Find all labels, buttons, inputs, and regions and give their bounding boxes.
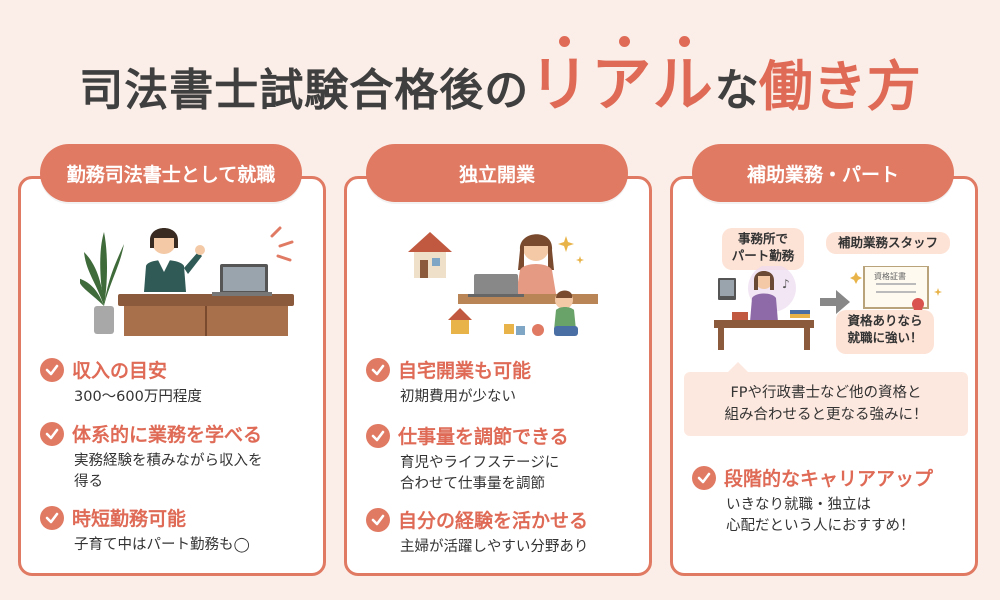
combination-note: FPや行政書士など他の資格と 組み合わせると更なる強みに！ xyxy=(684,362,968,436)
title-emphasis: リアル xyxy=(529,36,715,120)
cert-label: 資格証書 xyxy=(874,272,906,281)
item-heading: 収入の目安 xyxy=(72,360,168,382)
item-heading: 時短勤務可能 xyxy=(72,508,187,530)
list-item: 自宅開業も可能 初期費用が少ない xyxy=(366,356,986,408)
check-icon xyxy=(366,357,390,382)
office-label-bubble: 事務所でパート勤務 xyxy=(722,228,804,270)
item-heading: 仕事量を調節できる xyxy=(398,426,569,448)
part-time-illustration: ♪ xyxy=(714,266,942,350)
column-header-assistant: 補助業務・パート xyxy=(692,144,954,202)
item-desc: 子育て中はパート勤務も◯ xyxy=(74,537,250,553)
item-desc: 300〜600万円程度 xyxy=(74,389,202,405)
item-desc: 育児やライフステージに合わせて仕事量を調節 xyxy=(400,455,560,492)
list-item: 収入の目安 300〜600万円程度 xyxy=(40,356,986,408)
staff-label-bubble: 補助業務スタッフ xyxy=(826,232,950,254)
list-item: 段階的なキャリアアップ いきなり就職・独立は心配だという人におすすめ！ xyxy=(692,464,986,537)
card-independent xyxy=(344,176,652,576)
item-desc: 実務経験を積みながら収入を得る xyxy=(74,453,263,490)
title-part4: 働き方 xyxy=(758,55,921,118)
home-office-illustration xyxy=(408,232,598,336)
list-item: 体系的に業務を学べる 実務経験を積みながら収入を得る xyxy=(40,420,986,493)
list-item: 仕事量を調節できる 育児やライフステージに合わせて仕事量を調節 xyxy=(366,422,986,495)
item-heading: 段階的なキャリアアップ xyxy=(724,468,934,490)
check-icon xyxy=(692,465,716,490)
item-heading: 自宅開業も可能 xyxy=(398,360,532,382)
item-heading: 自分の経験を活かせる xyxy=(398,510,589,532)
item-desc: 初期費用が少ない xyxy=(400,389,516,405)
item-heading: 体系的に業務を学べる xyxy=(72,424,263,446)
list-item: 自分の経験を活かせる 主婦が活躍しやすい分野あり xyxy=(366,506,986,558)
page-title: 司法書士試験合格後のリアルな働き方 xyxy=(0,36,1000,123)
strength-label-bubble: 資格ありなら就職に強い！ xyxy=(836,310,934,354)
check-icon xyxy=(366,423,390,448)
office-worker-illustration xyxy=(80,226,294,336)
column-header-independent: 独立開業 xyxy=(366,144,628,202)
title-part2: リアル xyxy=(529,50,715,120)
list-item: 時短勤務可能 子育て中はパート勤務も◯ xyxy=(40,504,986,556)
svg-text:♪: ♪ xyxy=(782,277,790,291)
check-icon xyxy=(40,505,64,530)
emphasis-dots xyxy=(553,36,703,48)
check-icon xyxy=(40,357,64,382)
title-part1: 司法書士試験合格後の xyxy=(79,65,530,116)
column-header-employment: 勤務司法書士として就職 xyxy=(40,144,302,202)
item-desc: いきなり就職・独立は心配だという人におすすめ！ xyxy=(726,497,915,534)
check-icon xyxy=(40,421,64,446)
item-desc: 主婦が活躍しやすい分野あり xyxy=(400,539,589,555)
title-part3: な xyxy=(714,65,759,116)
check-icon xyxy=(366,507,390,532)
